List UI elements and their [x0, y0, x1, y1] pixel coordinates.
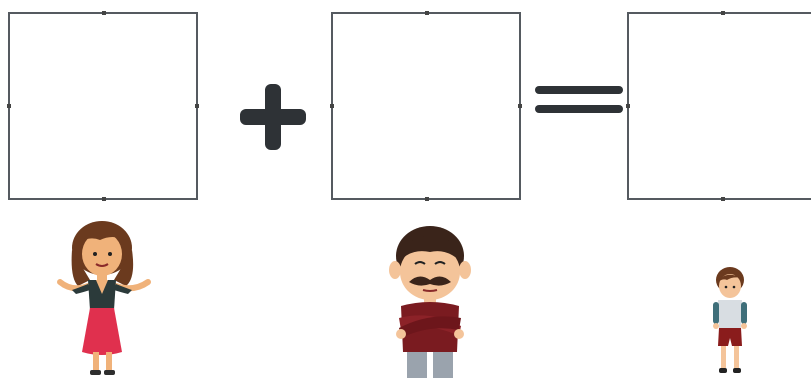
equals-icon	[535, 86, 623, 113]
boy-figure-icon	[713, 267, 747, 373]
answer-box-first[interactable]	[7, 11, 199, 201]
plus-icon	[240, 84, 306, 150]
answer-box-result[interactable]	[626, 11, 811, 201]
woman-figure-icon	[57, 221, 151, 375]
man-figure-icon	[389, 226, 471, 378]
answer-box-second[interactable]	[330, 11, 522, 201]
